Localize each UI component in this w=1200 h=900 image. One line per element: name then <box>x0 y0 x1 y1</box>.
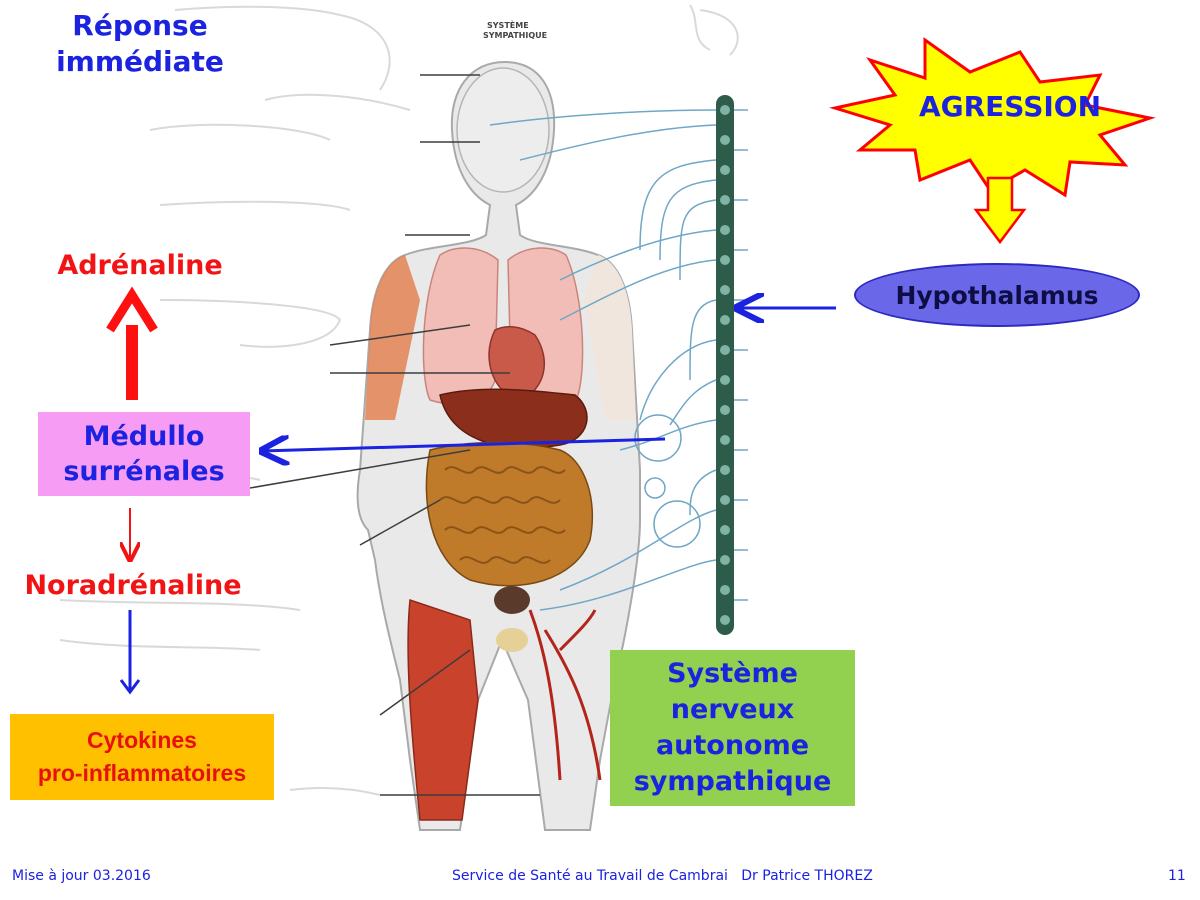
sympathetic-chain <box>489 95 748 635</box>
sna-line-1: Système <box>667 658 798 689</box>
cytokines-box: Cytokines pro-inflammatoires <box>10 714 274 800</box>
agression-down-arrow <box>973 176 1027 245</box>
page-title-line-1: Réponse <box>72 9 208 42</box>
plate-caption-1: SYSTÈME <box>487 19 529 30</box>
page-title: Réponse immédiate <box>20 8 260 80</box>
agression-burst <box>829 37 1156 198</box>
page-title-line-2: immédiate <box>56 45 224 78</box>
medullo-arrow <box>262 439 666 451</box>
sna-line-2: nerveux <box>670 694 795 725</box>
footer-service: Service de Santé au Travail de Cambrai D… <box>452 868 873 884</box>
medullo-line-1: Médullo <box>83 421 205 452</box>
top-right-outlines <box>689 4 739 56</box>
hypothalamus-label: Hypothalamus <box>895 280 1099 310</box>
medullo-surrenales-box: Médullo surrénales <box>38 412 250 496</box>
footer-update-date: Mise à jour 03.2016 <box>12 868 151 884</box>
cytokines-arrow <box>119 610 141 695</box>
agression-label: AGRESSION <box>918 90 1102 123</box>
adrenaline-arrow <box>106 286 158 400</box>
noradrenaline-label: Noradrénaline <box>24 570 242 601</box>
body-silhouette <box>249 60 641 831</box>
sympathetic-system-box: Système nerveux autonome sympathique <box>610 650 855 806</box>
label-outlines <box>59 5 411 796</box>
sna-line-3: autonome <box>655 730 810 761</box>
sna-line-4: sympathique <box>633 766 832 797</box>
footer-page-number: 11 <box>1168 868 1186 884</box>
cytokines-line-1: Cytokines <box>87 727 197 753</box>
plate-caption-2: SYMPATHIQUE <box>483 31 547 40</box>
medullo-line-2: surrénales <box>63 456 225 487</box>
adrenaline-label: Adrénaline <box>57 250 223 281</box>
hypothalamus-node: Hypothalamus <box>854 263 1140 327</box>
cytokines-line-2: pro-inflammatoires <box>37 760 247 786</box>
